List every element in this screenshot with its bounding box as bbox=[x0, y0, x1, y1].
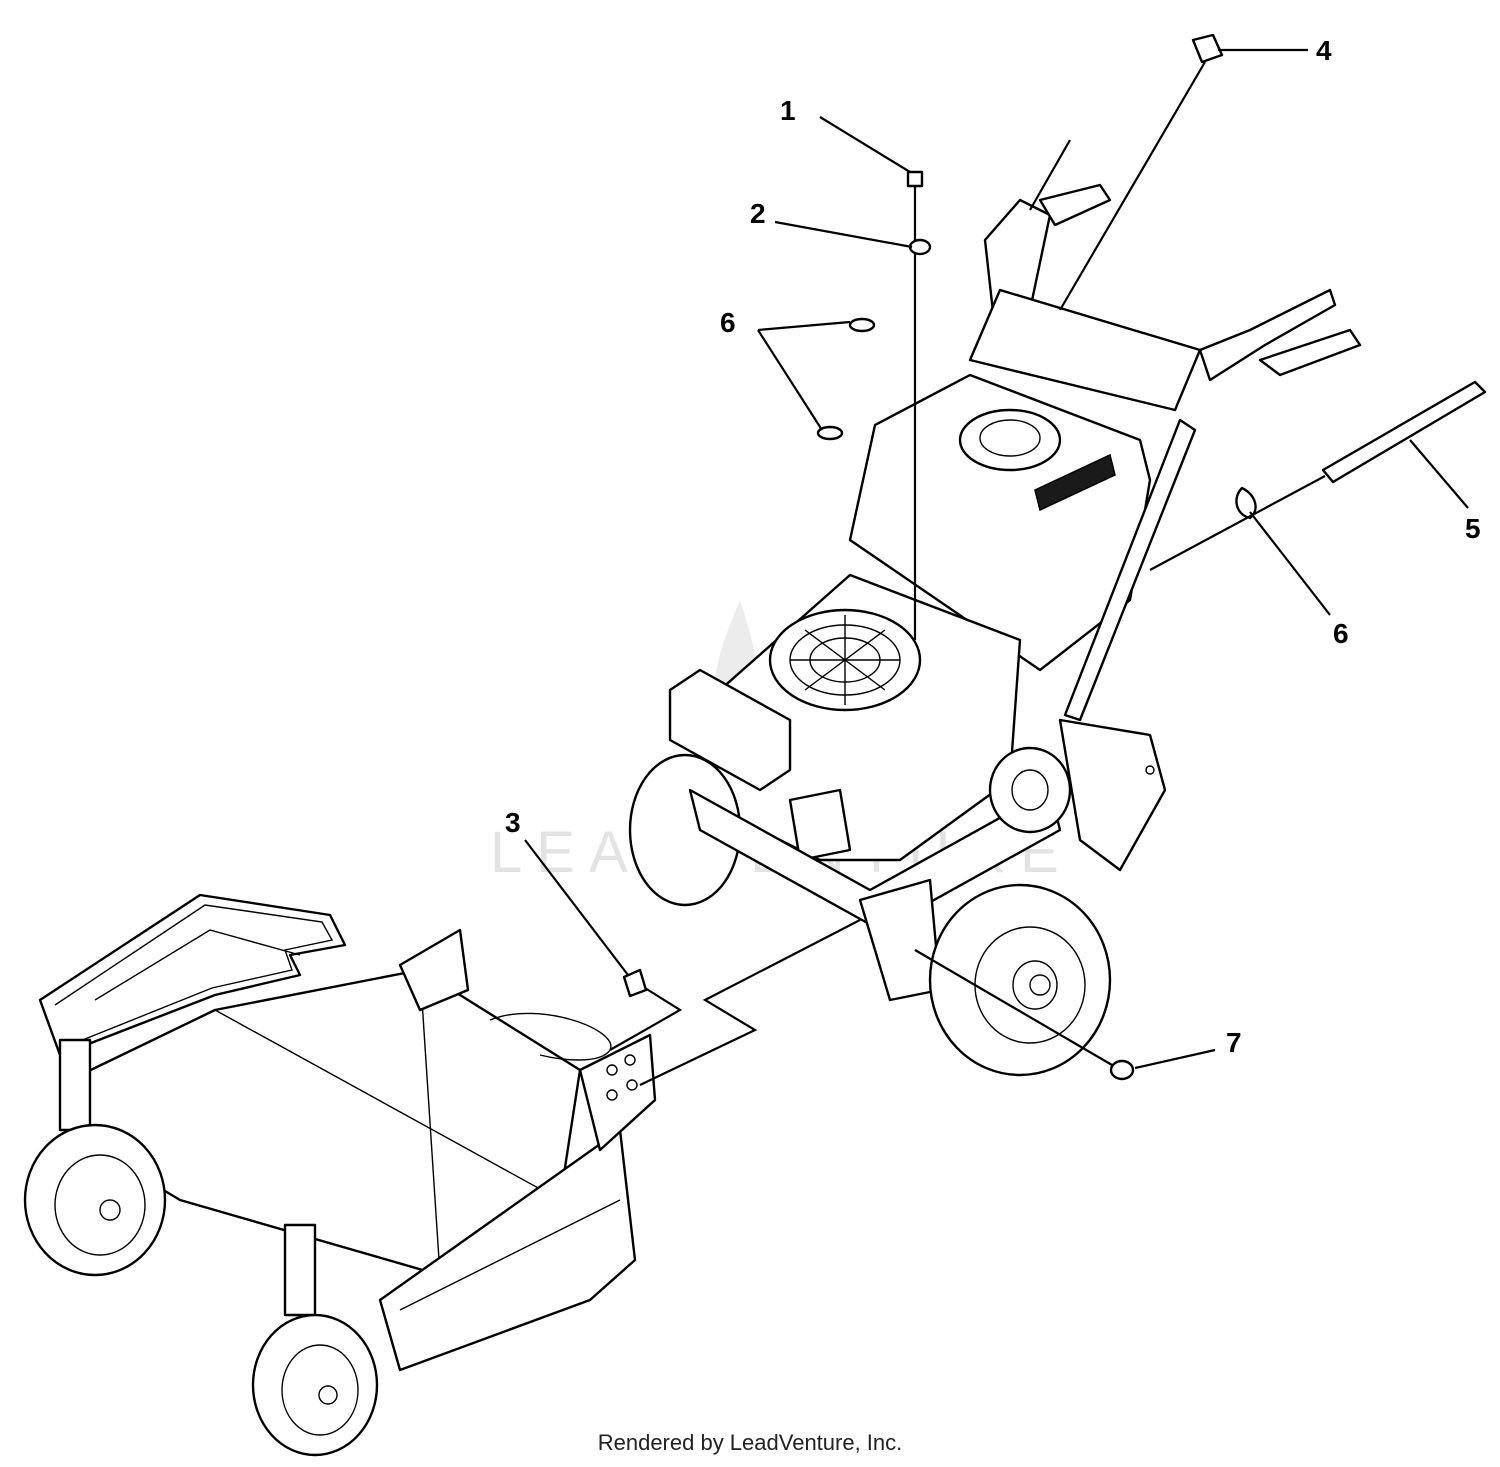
callout-2: 2 bbox=[750, 198, 766, 229]
part-6-clip-c bbox=[1235, 486, 1257, 520]
callout-4: 4 bbox=[1316, 35, 1332, 66]
part-6-clip-a bbox=[848, 317, 876, 333]
callout-7: 7 bbox=[1226, 1027, 1242, 1058]
mower-deck bbox=[23, 893, 657, 1457]
footer-credit: Rendered by LeadVenture, Inc. bbox=[597, 1430, 903, 1455]
parts bbox=[622, 33, 1487, 1081]
part-7-nut bbox=[1109, 1059, 1135, 1081]
tractor-unit bbox=[628, 139, 1362, 1077]
callout-6-upper: 6 bbox=[720, 307, 736, 338]
part-1-bolt bbox=[906, 170, 924, 640]
callout-3: 3 bbox=[505, 807, 521, 838]
part-3-bolt bbox=[622, 968, 648, 998]
part-5-rod bbox=[1321, 380, 1487, 484]
callout-1: 1 bbox=[780, 95, 796, 126]
callout-5: 5 bbox=[1465, 513, 1481, 544]
part-6-clip-b bbox=[816, 425, 844, 441]
part-2-washer bbox=[908, 238, 932, 256]
callouts: 1 2 3 4 5 6 6 7 bbox=[505, 35, 1481, 1058]
part-4-cap bbox=[1191, 33, 1224, 64]
callout-6-right: 6 bbox=[1333, 618, 1349, 649]
leader-lines bbox=[524, 48, 1469, 1086]
